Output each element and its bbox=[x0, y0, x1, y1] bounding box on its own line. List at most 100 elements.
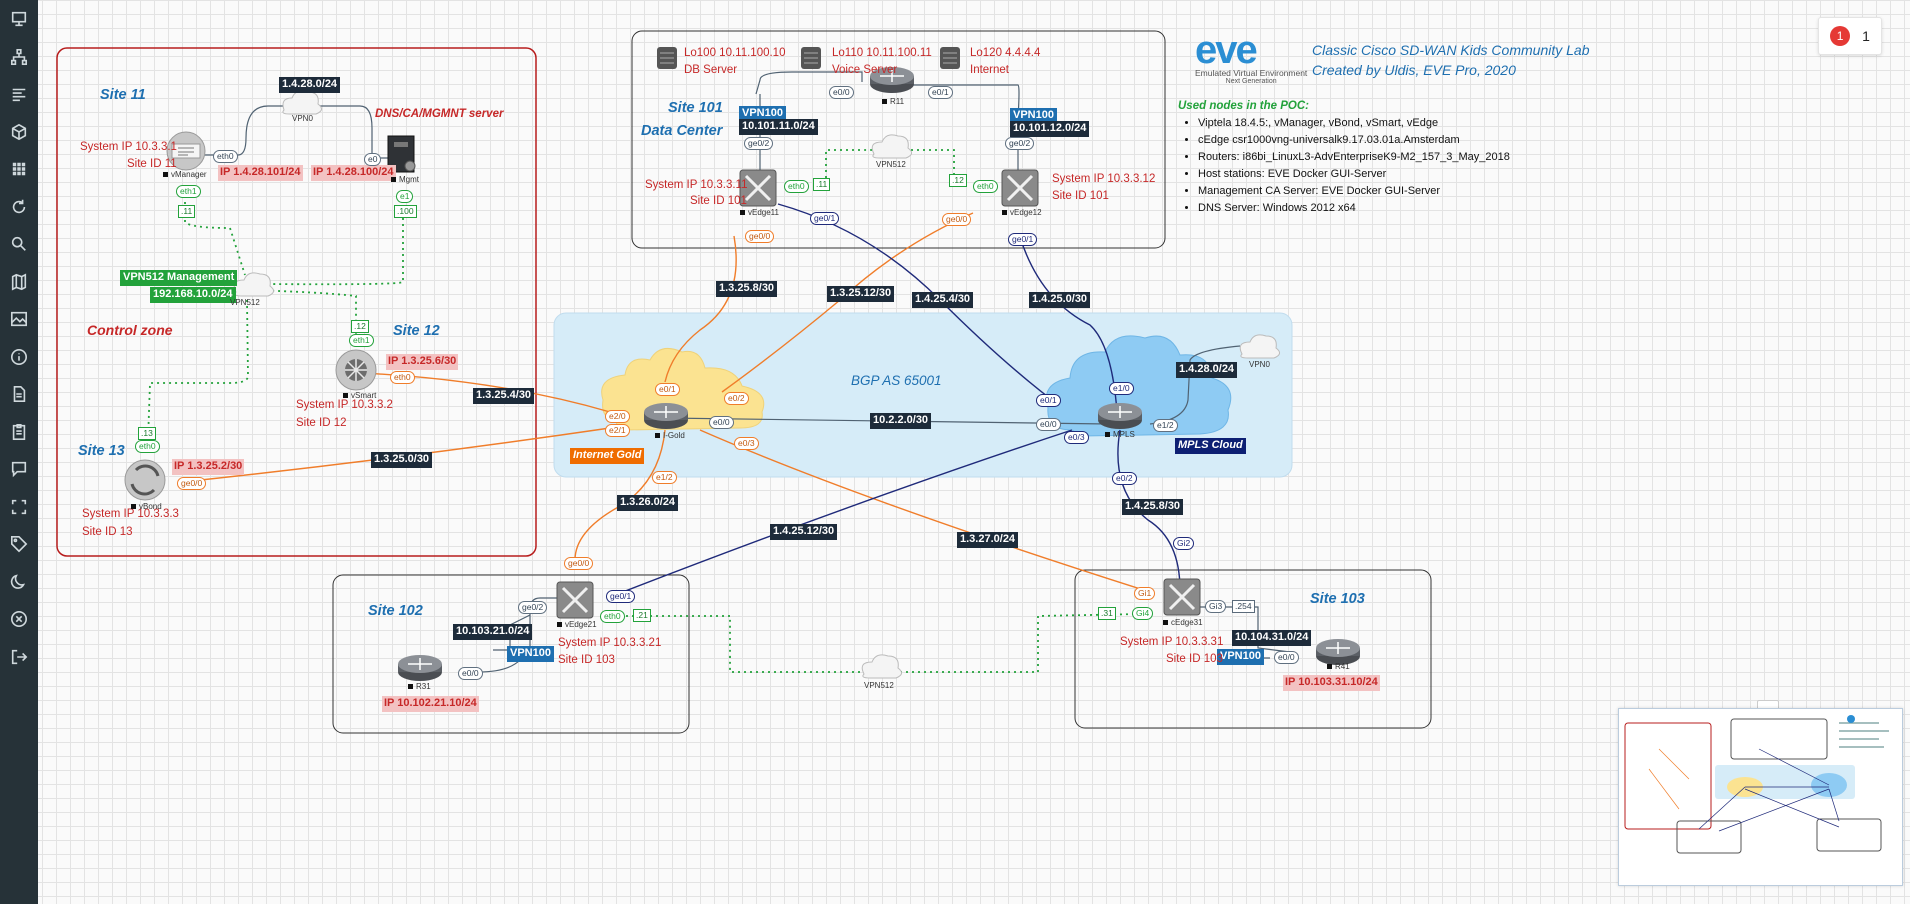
vedge21-system-ip: System IP 10.3.3.21 bbox=[558, 637, 662, 649]
vpn0-cloud-mpls bbox=[1239, 334, 1280, 359]
minimap[interactable] bbox=[1618, 708, 1903, 886]
network-label: 1.4.25.0/30 bbox=[1029, 292, 1091, 308]
interface-chip: ge0/1 bbox=[606, 590, 636, 603]
interface-chip: e1/0 bbox=[1109, 382, 1134, 395]
vbond-node[interactable] bbox=[124, 459, 166, 501]
cedge31-node[interactable] bbox=[1163, 578, 1201, 616]
interface-chip: e0/2 bbox=[724, 392, 749, 405]
lo120-label: Lo120 4.4.4.4 bbox=[970, 47, 1041, 59]
r31-label: R31 bbox=[408, 682, 431, 691]
vedge12-label: vEdge12 bbox=[1002, 208, 1042, 217]
notification-count: 1 bbox=[1862, 28, 1870, 44]
interface-chip: ge0/0 bbox=[177, 477, 207, 490]
monitor-icon[interactable] bbox=[0, 2, 38, 36]
interface-chip: e0/0 bbox=[1036, 418, 1061, 431]
vedge12-system-ip: System IP 10.3.3.12 bbox=[1052, 173, 1156, 185]
r41-label: R41 bbox=[1327, 662, 1350, 671]
vsmart-site-id: Site ID 12 bbox=[296, 417, 347, 429]
grid-icon[interactable] bbox=[0, 152, 38, 186]
vpn0-label: VPN0 bbox=[1249, 360, 1270, 369]
vedge21-label: vEdge21 bbox=[557, 620, 597, 629]
db-server-label: DB Server bbox=[684, 64, 738, 76]
r11-label: R11 bbox=[882, 97, 904, 106]
interface-chip: e0/1 bbox=[928, 86, 953, 99]
datacenter-label: Data Center bbox=[641, 123, 723, 139]
cube-icon[interactable] bbox=[0, 115, 38, 149]
interface-chip: e0/0 bbox=[1274, 651, 1299, 664]
network-label: 1.3.26.0/24 bbox=[617, 495, 679, 511]
vpn512-cloud-control bbox=[233, 272, 274, 297]
network-label: 1.4.25.4/30 bbox=[912, 292, 974, 308]
search-icon[interactable] bbox=[0, 227, 38, 261]
vpn0-label: VPN0 bbox=[292, 114, 313, 123]
network-icon[interactable] bbox=[0, 40, 38, 74]
interface-chip: e0/0 bbox=[458, 667, 483, 680]
igold-label: I-Gold bbox=[655, 431, 685, 440]
r31-router[interactable] bbox=[398, 655, 442, 681]
vpn512-network-label: 192.168.10.0/24 bbox=[150, 287, 236, 303]
interface-chip: e1/2 bbox=[1153, 419, 1178, 432]
interface-chip: eth0 bbox=[784, 180, 809, 193]
igold-router[interactable] bbox=[644, 403, 688, 429]
poc-item: Host stations: EVE Docker GUI-Server bbox=[1198, 166, 1510, 183]
vbond-site-id: Site ID 13 bbox=[82, 526, 133, 538]
info-icon[interactable] bbox=[0, 340, 38, 374]
vedge11-node[interactable] bbox=[739, 169, 777, 207]
network-label: 1.4.25.8/30 bbox=[1122, 499, 1184, 515]
close-icon[interactable] bbox=[0, 602, 38, 636]
poc-item: cEdge csr1000vng-universalk9.17.03.01a.A… bbox=[1198, 132, 1510, 149]
eve-logo: eve Emulated Virtual Environment Next Ge… bbox=[1195, 28, 1307, 85]
r41-router[interactable] bbox=[1316, 639, 1360, 665]
vedge21-node[interactable] bbox=[556, 581, 594, 619]
chat-icon[interactable] bbox=[0, 452, 38, 486]
host-address-chip: .11 bbox=[813, 178, 831, 191]
host-address-chip: .100 bbox=[394, 205, 417, 218]
logout-icon[interactable] bbox=[0, 640, 38, 674]
interface-chip: eth0 bbox=[390, 371, 415, 384]
vsmart-node[interactable] bbox=[335, 349, 377, 391]
document-icon[interactable] bbox=[0, 377, 38, 411]
vpn512-label: VPN512 bbox=[876, 160, 906, 169]
poc-item: DNS Server: Windows 2012 x64 bbox=[1198, 200, 1510, 217]
mpls-cloud bbox=[1045, 335, 1232, 437]
lab-subtitle: Created by Uldis, EVE Pro, 2020 bbox=[1312, 62, 1516, 78]
tag-icon[interactable] bbox=[0, 527, 38, 561]
network-label: 1.3.25.4/30 bbox=[473, 388, 535, 404]
interface-chip: e0/2 bbox=[1112, 472, 1137, 485]
notification-badge[interactable]: 1 bbox=[1830, 26, 1851, 46]
bgp-label: BGP AS 65001 bbox=[851, 373, 942, 388]
vpn512-label: VPN512 bbox=[864, 681, 894, 690]
list-icon[interactable] bbox=[0, 77, 38, 111]
r11-router[interactable] bbox=[870, 67, 914, 93]
poc-item: Management CA Server: EVE Docker GUI-Ser… bbox=[1198, 183, 1510, 200]
lab-title: Classic Cisco SD-WAN Kids Community Lab bbox=[1312, 42, 1590, 58]
vpn512-cloud-dc bbox=[871, 134, 912, 159]
vpn100-label: VPN100 bbox=[1010, 108, 1057, 124]
notification-widget[interactable]: 1 1 bbox=[1818, 17, 1882, 55]
refresh-icon[interactable] bbox=[0, 190, 38, 224]
interface-chip: ge0/1 bbox=[810, 212, 840, 225]
vedge11-label: vEdge11 bbox=[740, 208, 779, 217]
left-toolbar bbox=[0, 0, 38, 904]
eve-logo-text: eve bbox=[1195, 28, 1258, 72]
vedge11-system-ip: System IP 10.3.3.11 bbox=[645, 179, 748, 191]
poc-heading: Used nodes in the POC: bbox=[1178, 100, 1309, 112]
vmanager-node[interactable] bbox=[166, 131, 206, 171]
control-zone-box bbox=[56, 47, 537, 557]
cedge31-system-ip: System IP 10.3.3.31 bbox=[1120, 636, 1224, 648]
clipboard-icon[interactable] bbox=[0, 415, 38, 449]
mpls-label: MPLS bbox=[1105, 430, 1135, 439]
fullscreen-icon[interactable] bbox=[0, 490, 38, 524]
map-icon[interactable] bbox=[0, 265, 38, 299]
interface-chip: Gi2 bbox=[1173, 537, 1195, 550]
mpls-cloud-label: MPLS Cloud bbox=[1175, 438, 1246, 454]
mpls-router[interactable] bbox=[1098, 403, 1142, 429]
image-icon[interactable] bbox=[0, 302, 38, 336]
interface-chip: eth0 bbox=[135, 440, 160, 453]
interface-chip: ge0/1 bbox=[1008, 233, 1038, 246]
interface-chip: eth0 bbox=[213, 150, 238, 163]
moon-icon[interactable] bbox=[0, 565, 38, 599]
interface-chip: ge0/2 bbox=[518, 601, 548, 614]
vedge12-node[interactable] bbox=[1001, 169, 1039, 207]
vmanager-site-id: Site ID 11 bbox=[127, 158, 177, 170]
